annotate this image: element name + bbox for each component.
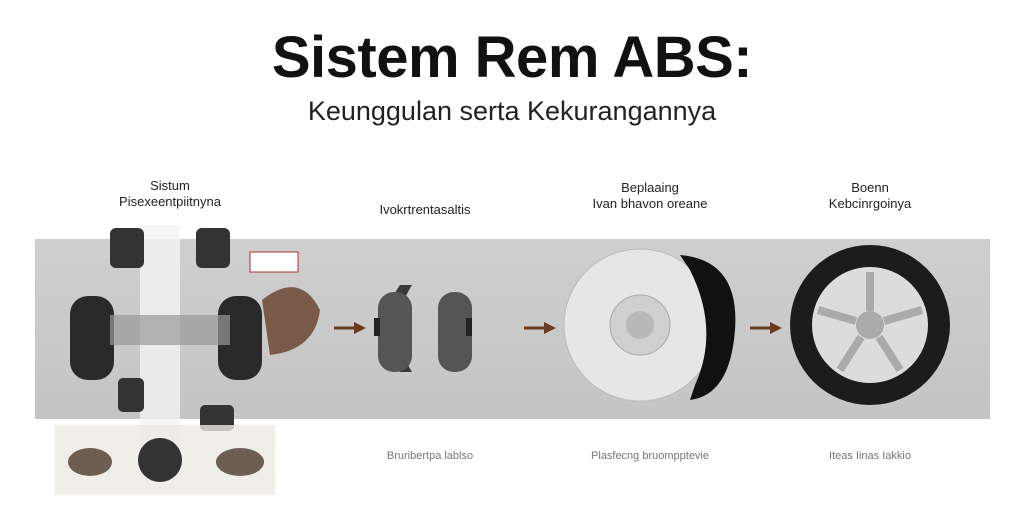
stage-4-caption: Iteas Iinas Iakkio [829,450,911,462]
stage-1-label: Sistum Pisexeentpiitnyna [90,178,250,210]
stage-4-label-line1: Boenn [851,180,889,195]
brake-disc-illustration [563,248,736,402]
page-subtitle: Keunggulan serta Kekurangannya [307,96,717,126]
abs-assembly-illustration [55,225,320,495]
arrow-right-icon [750,322,782,334]
wheel-illustration [790,245,950,405]
brake-pads-illustration [374,285,472,372]
stage-3-caption: Plasfecng bruompptevie [590,450,709,462]
stage-1-label-line2: Pisexeentpiitnyna [119,194,221,209]
stage-2-caption: Bruribertpa lablso [386,450,474,462]
stage-2-label: Ivokrtrentasaltis [379,202,471,217]
stage-3-label-line1: Beplaaing [621,180,679,195]
arrow-right-icon [334,322,366,334]
stage-4-label-line2: Kebcinrgoinya [828,196,912,211]
stage-1-label-line1: Sistum [150,178,190,193]
stage-3-label-line2: Ivan bhavon oreane [592,196,708,211]
stage-3-label: Beplaaing Ivan bhavon oreane [560,180,740,212]
page-title: Sistem Rem ABS: [271,25,753,90]
stage-4-label: Boenn Kebcinrgoinya [790,180,950,212]
arrow-right-icon [524,322,556,334]
